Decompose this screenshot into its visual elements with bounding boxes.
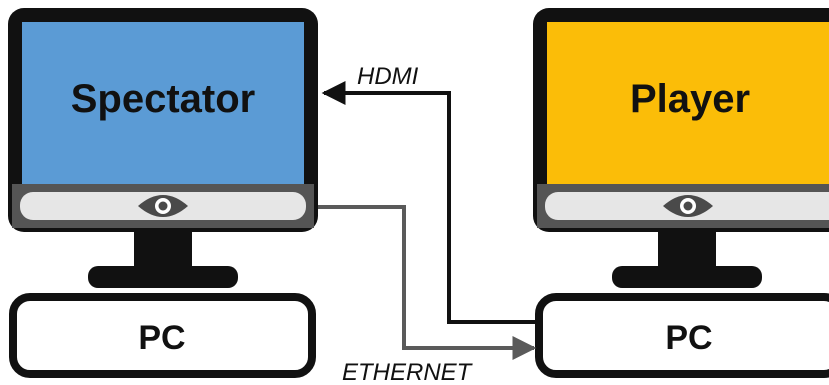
spectator-monitor: Spectator (8, 8, 318, 288)
player-screen (547, 22, 829, 184)
spectator-screen (22, 22, 304, 184)
eye-icon (663, 195, 713, 217)
spectator-stand-base (88, 266, 238, 288)
ethernet-label: ETHERNET (342, 359, 474, 385)
spectator-pc-box (9, 293, 316, 378)
player-stand-base (612, 266, 762, 288)
player-screen-label: Player (630, 77, 750, 121)
player-pc-box (535, 293, 829, 378)
player-monitor: Player (533, 8, 829, 288)
eye-icon (138, 195, 188, 217)
spectator-pc-label: PC (138, 319, 185, 357)
player-pc-label: PC (665, 319, 712, 357)
player-pc: PC (535, 293, 829, 378)
spectator-pc: PC (9, 293, 316, 378)
ethernet-connection-line (318, 205, 537, 360)
spectator-screen-label: Spectator (71, 77, 256, 121)
hdmi-label: HDMI (357, 63, 419, 90)
hdmi-connection-line (321, 81, 539, 324)
